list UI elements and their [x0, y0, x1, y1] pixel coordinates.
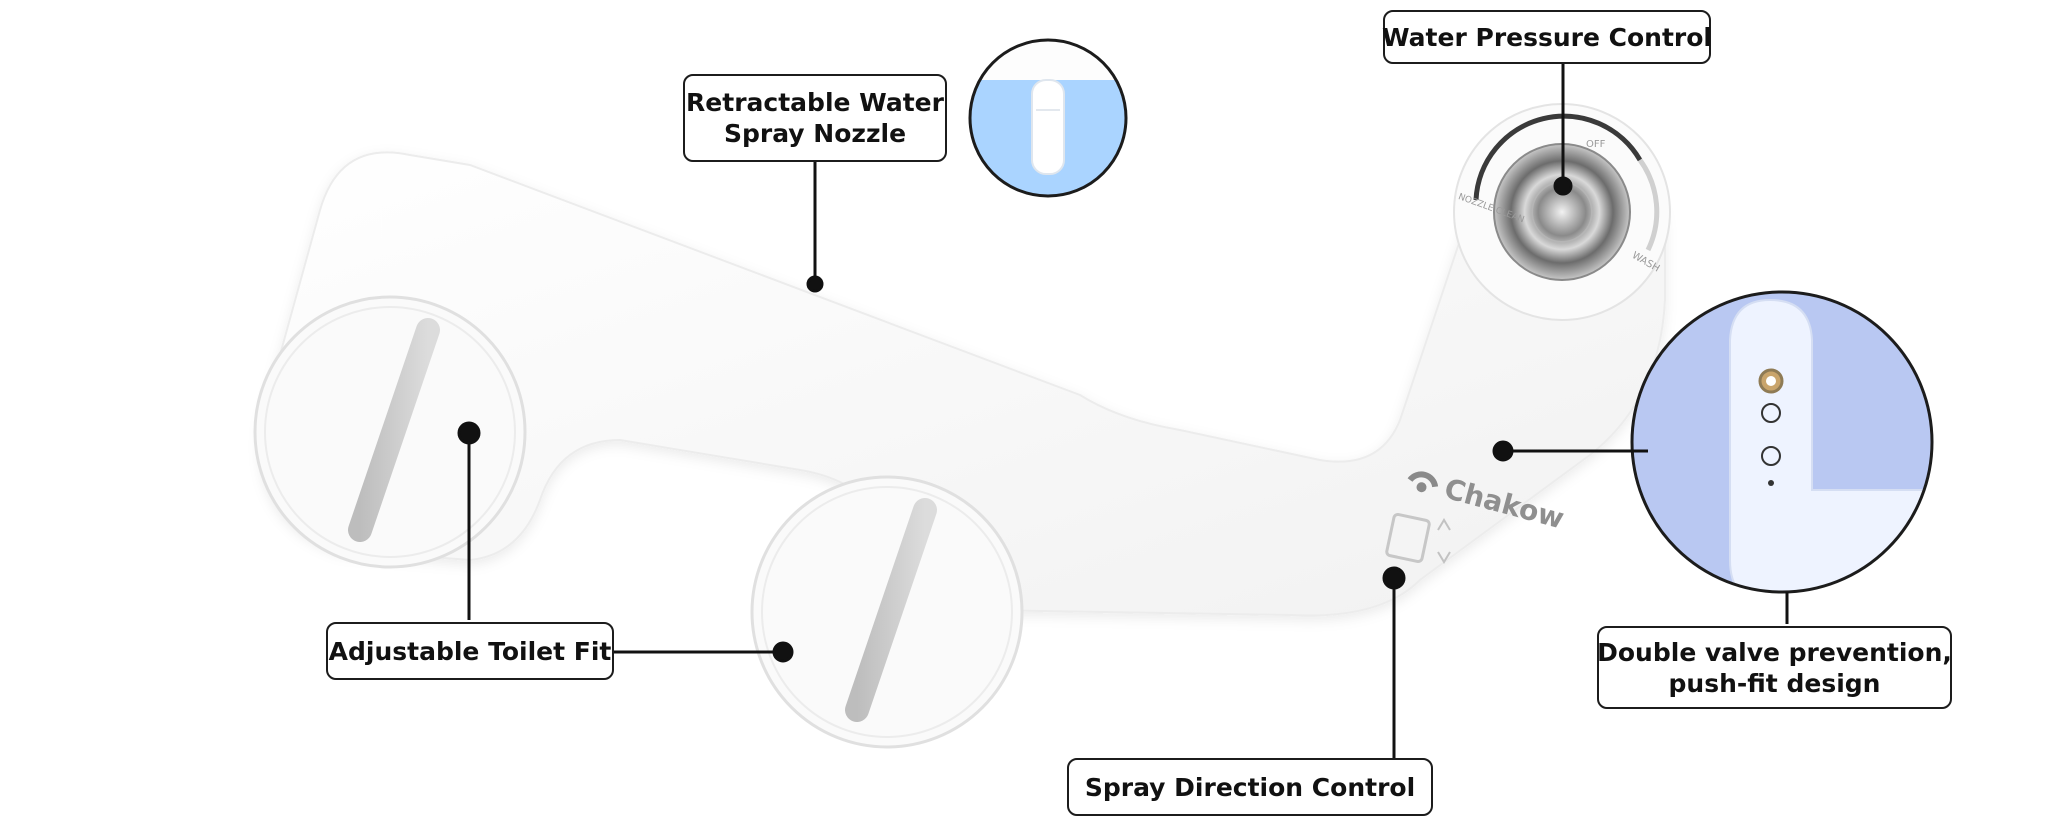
- dial-off-label: OFF: [1586, 139, 1606, 150]
- anchor-valve: [1492, 440, 1514, 462]
- retractable-nozzle-label: Retractable Water Spray Nozzle: [683, 74, 947, 162]
- anchor-toilet-fit-right: [772, 641, 794, 663]
- water-pressure-knob: OFF NOZZLE CLEAN WASH: [1453, 103, 1671, 321]
- valve-inset: [1630, 290, 1934, 594]
- nozzle-inset: [968, 38, 1128, 198]
- leader-lines: [457, 64, 1789, 758]
- fit-disc-right: [750, 475, 1024, 749]
- spray-direction-control-label: Spray Direction Control: [1067, 758, 1433, 816]
- anchor-spray-direction: [1382, 566, 1406, 590]
- adjustable-toilet-fit-label: Adjustable Toilet Fit: [326, 622, 614, 680]
- anchor-toilet-fit-left: [457, 421, 481, 445]
- double-valve-label: Double valve prevention, push-fit design: [1597, 626, 1952, 709]
- water-pressure-control-label: Water Pressure Control: [1382, 10, 1712, 64]
- fit-disc-left: [253, 295, 527, 569]
- anchor-nozzle: [806, 275, 824, 293]
- anchor-water-pressure: [1553, 176, 1573, 196]
- spray-direction-switch: [1385, 512, 1451, 564]
